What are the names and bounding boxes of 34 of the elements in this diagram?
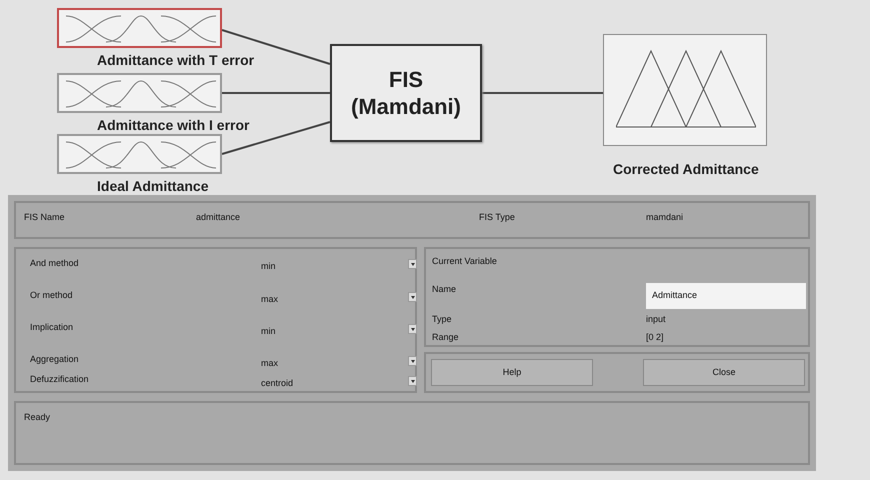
field-label: Name <box>432 283 456 296</box>
field-label: Range <box>432 331 459 344</box>
fis-box <box>330 44 482 142</box>
field-label: Aggregation <box>30 353 79 366</box>
status-text: Ready <box>24 411 50 424</box>
node-label: Admittance with T error <box>97 52 254 68</box>
connector-line <box>482 92 603 94</box>
dropdown-value: max <box>261 357 278 370</box>
close-button: Close <box>643 359 805 386</box>
connector-line <box>222 121 330 155</box>
field-label: FIS Name <box>24 211 65 224</box>
help-button: Help <box>431 359 593 386</box>
field-value: mamdani <box>646 211 684 224</box>
node-label: Corrected Admittance <box>613 161 759 177</box>
field-label: Implication <box>30 321 74 334</box>
dropdown-value: min <box>261 325 276 338</box>
field-label: And method <box>30 257 79 270</box>
connector-line <box>222 92 330 94</box>
field-label: Defuzzification <box>30 373 89 386</box>
field-label: Current Variable <box>432 255 497 268</box>
node-label: Ideal Admittance <box>97 178 209 194</box>
dropdown-value: centroid <box>261 377 294 390</box>
dropdown-value: max <box>261 293 278 306</box>
field-value: [0 2] <box>646 331 664 344</box>
field-value: admittance <box>196 211 240 224</box>
dropdown-value: min <box>261 260 276 273</box>
input-field: Admittance <box>646 283 806 309</box>
connector-line <box>222 29 330 65</box>
field-label: Type <box>432 313 452 326</box>
node-label: Admittance with I error <box>97 117 250 133</box>
node-label: FIS (Mamdani) <box>350 66 462 120</box>
field-value: input <box>646 313 666 326</box>
field-label: Or method <box>30 289 73 302</box>
field-label: FIS Type <box>479 211 515 224</box>
